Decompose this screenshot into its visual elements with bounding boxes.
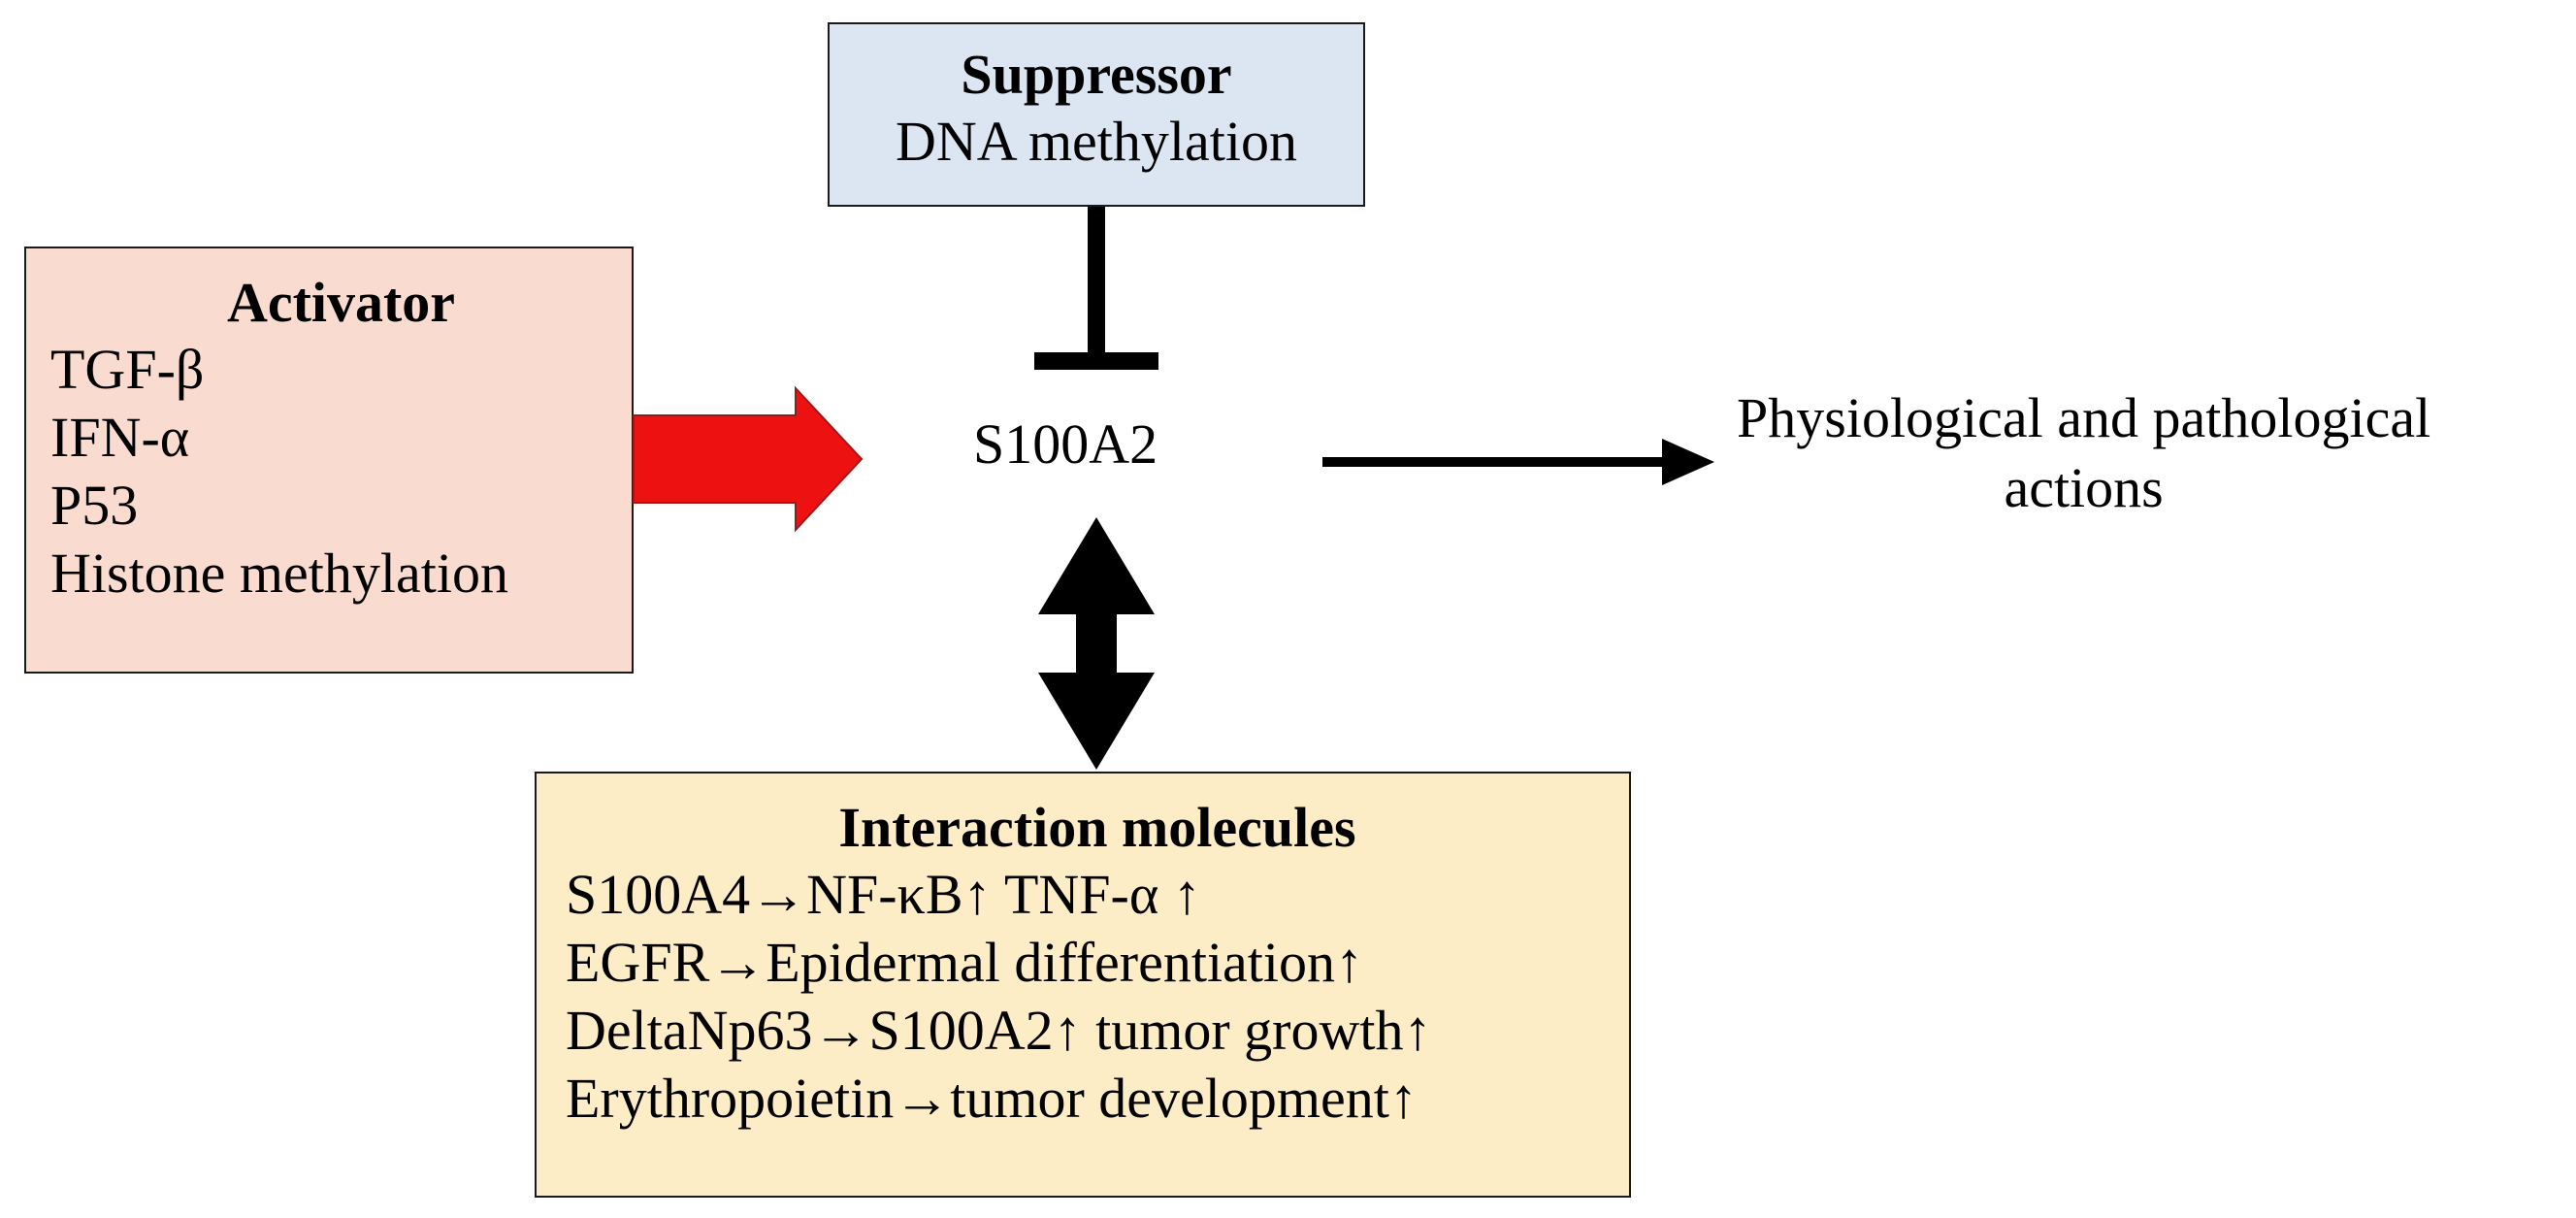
outcome-line-1: Physiological and pathological bbox=[1737, 386, 2431, 449]
outcome-line-2: actions bbox=[2004, 456, 2164, 519]
interaction-item: S100A4→NF-κB↑ TNF-α ↑ bbox=[566, 863, 1201, 926]
activator-item: TGF-β bbox=[50, 338, 205, 401]
suppressor-item: DNA methylation bbox=[895, 110, 1297, 173]
interaction-item: EGFR→Epidermal differentiation↑ bbox=[566, 931, 1364, 994]
outcome-label: Physiological and pathological actions bbox=[1737, 383, 2430, 523]
interaction-box: Interaction molecules S100A4→NF-κB↑ TNF-… bbox=[535, 772, 1631, 1198]
interaction-item: Erythropoietin→tumor development↑ bbox=[566, 1067, 1418, 1130]
inhibition-connector bbox=[1034, 207, 1158, 370]
interaction-title: Interaction molecules bbox=[838, 796, 1356, 859]
interaction-item: DeltaNp63→S100A2↑ tumor growth↑ bbox=[566, 999, 1432, 1062]
suppressor-title: Suppressor bbox=[961, 43, 1232, 106]
activator-title: Activator bbox=[226, 271, 456, 334]
activator-box: Activator TGF-β IFN-α P53 Histone methyl… bbox=[24, 247, 634, 674]
activation-arrow bbox=[633, 385, 864, 533]
bidirectional-arrow bbox=[1038, 517, 1155, 770]
activator-item: P53 bbox=[50, 474, 139, 537]
suppressor-box: Suppressor DNA methylation bbox=[828, 22, 1365, 207]
outcome-arrow bbox=[1322, 439, 1714, 485]
activator-item: IFN-α bbox=[50, 406, 190, 469]
s100a2-node: S100A2 bbox=[973, 412, 1158, 476]
activator-item: Histone methylation bbox=[50, 542, 508, 605]
